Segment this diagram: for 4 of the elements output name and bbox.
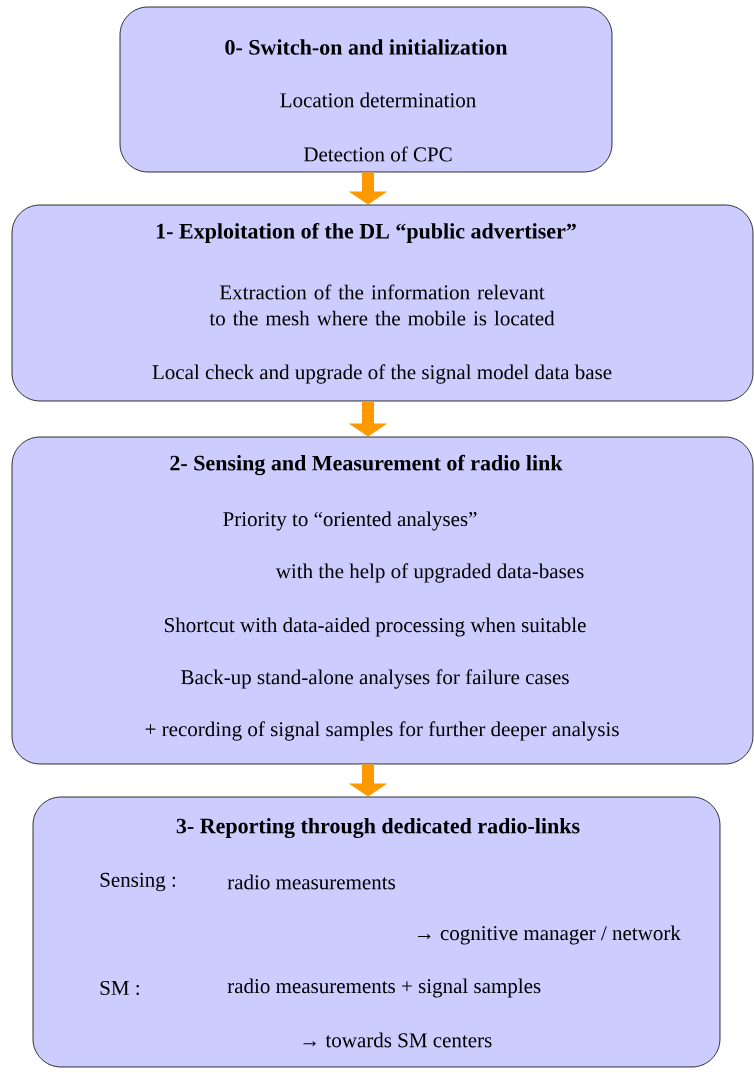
process-box: 3- Reporting through dedicated radio-links Sensing : radio measurements → cognitive manager / network SM : radio measurements + signal samples → towards SM centers bbox=[32, 796, 721, 1068]
process-box: 1- Exploitation of the DL “public advertiser” Extraction of the information relevant to the mesh where the mobile is located Local check and upgrade of the signal model data base bbox=[11, 204, 754, 402]
process-box: 0- Switch-on and initialization Location determination Detection of CPC bbox=[119, 6, 613, 173]
process-box: 2- Sensing and Measurement of radio link Priority to “oriented analyses” with the help of upgraded data-bases Shortcut with data-aided processing when suitable Back-up stand-alone analyses for failure cases + recording of signal samples for further deeper analysis bbox=[11, 436, 754, 765]
